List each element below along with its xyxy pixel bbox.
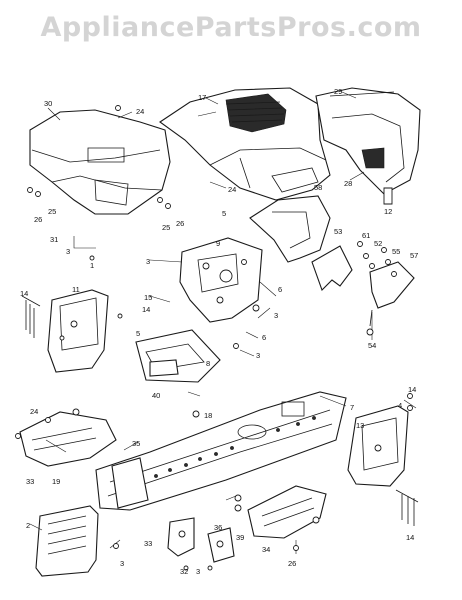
fasteners <box>15 105 413 571</box>
callout-53: 53 <box>334 227 342 236</box>
part-hood[interactable] <box>159 87 331 201</box>
callout-14: 14 <box>142 305 150 314</box>
callout-labels: 30 24 17 29 28 24 26 25 26 25 58 12 5 31… <box>20 87 418 576</box>
callout-26: 26 <box>34 215 42 224</box>
callout-26: 26 <box>176 219 184 228</box>
callout-31: 31 <box>50 235 58 244</box>
callout-33: 33 <box>144 539 152 548</box>
part-dash-panel[interactable] <box>179 237 263 323</box>
callout-3: 3 <box>256 351 260 360</box>
callout-36: 36 <box>214 523 222 532</box>
callout-39: 39 <box>236 533 244 542</box>
callout-35: 35 <box>132 439 140 448</box>
callout-3: 3 <box>196 567 200 576</box>
part-foot-plate-right[interactable] <box>247 485 327 539</box>
callout-12: 12 <box>384 207 392 216</box>
callout-13: 13 <box>356 421 364 430</box>
callout-3: 3 <box>274 311 278 320</box>
callout-26: 26 <box>288 559 296 568</box>
callout-19: 19 <box>52 477 60 486</box>
part-shroud[interactable] <box>249 195 331 263</box>
part-bolt-set-left[interactable] <box>21 295 41 338</box>
callout-2: 2 <box>26 521 30 530</box>
callout-14: 14 <box>408 385 416 394</box>
callout-6: 6 <box>278 285 282 294</box>
callout-54: 54 <box>368 341 376 350</box>
callout-34: 34 <box>262 545 270 554</box>
callout-61: 61 <box>362 231 370 240</box>
callout-3: 3 <box>120 559 124 568</box>
callout-5: 5 <box>136 329 140 338</box>
callout-5: 5 <box>222 209 226 218</box>
callout-14: 14 <box>20 289 28 298</box>
callout-1: 1 <box>90 261 94 270</box>
part-frame[interactable] <box>95 391 347 511</box>
part-bolt-set-right[interactable] <box>395 489 419 526</box>
callout-9: 9 <box>216 239 220 248</box>
callout-24: 24 <box>136 107 144 116</box>
callout-17: 17 <box>198 93 206 102</box>
part-lower-brackets[interactable] <box>167 517 235 563</box>
callout-55: 55 <box>392 247 400 256</box>
callout-15: 15 <box>144 293 152 302</box>
part-left-panel[interactable] <box>47 289 109 373</box>
callout-33: 33 <box>26 477 34 486</box>
callout-24: 24 <box>228 185 236 194</box>
watermark: AppliancePartsPros.com <box>40 12 422 43</box>
part-bumper[interactable] <box>29 109 171 215</box>
callout-30: 30 <box>44 99 52 108</box>
callout-11: 11 <box>72 285 80 294</box>
callout-58: 58 <box>314 183 322 192</box>
callout-40: 40 <box>152 391 160 400</box>
callout-4: 4 <box>398 401 402 410</box>
part-foot-plate-left[interactable] <box>19 411 117 467</box>
callout-24: 24 <box>30 407 38 416</box>
callout-18: 18 <box>204 411 212 420</box>
callout-25: 25 <box>162 223 170 232</box>
part-dash-console[interactable] <box>315 87 421 195</box>
part-rear-panel[interactable] <box>35 505 99 577</box>
callout-3: 3 <box>146 257 150 266</box>
callout-52: 52 <box>374 239 382 248</box>
part-center-plate[interactable] <box>135 329 221 383</box>
callout-32: 32 <box>180 567 188 576</box>
callout-7: 7 <box>350 403 354 412</box>
callout-6: 6 <box>262 333 266 342</box>
part-right-brackets[interactable] <box>311 241 415 327</box>
callout-57: 57 <box>410 251 418 260</box>
part-clip[interactable] <box>383 187 393 205</box>
callout-29: 29 <box>334 87 342 96</box>
callout-3: 3 <box>66 247 70 256</box>
part-right-panel[interactable] <box>347 405 409 487</box>
leader-lines <box>29 91 417 554</box>
callout-14: 14 <box>406 533 414 542</box>
callout-25: 25 <box>48 207 56 216</box>
callout-28: 28 <box>344 179 352 188</box>
callout-8: 8 <box>206 359 210 368</box>
